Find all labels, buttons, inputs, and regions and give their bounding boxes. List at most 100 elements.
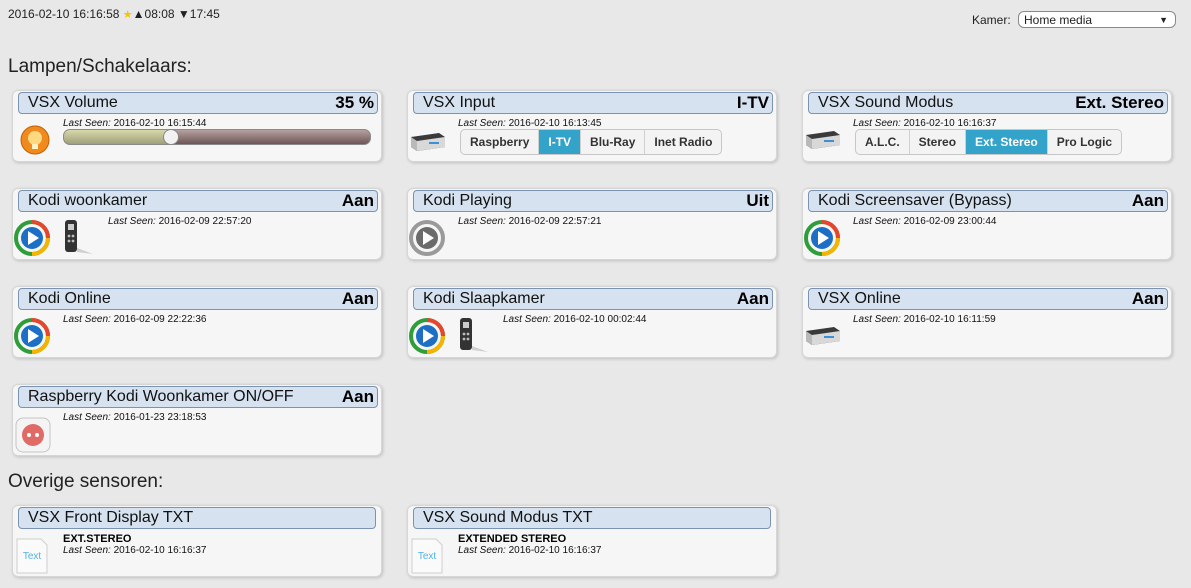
tile-status: I-TV [736,93,769,112]
tile-name: VSX Volume [28,94,118,111]
tile-kodi-online: Kodi Online Aan Last Seen: 2016-02-09 22… [12,286,382,358]
sound-option-alc[interactable]: A.L.C. [856,130,910,154]
tile-raspberry-kodi-woonkamer: Raspberry Kodi Woonkamer ON/OFF Aan Last… [12,384,382,456]
tile-header: VSX Online Aan [808,288,1168,310]
remote-control-icon [65,220,93,254]
tile-kodi-woonkamer: Kodi woonkamer Aan Last Seen: 2016-02-09… [12,188,382,260]
room-select[interactable]: Home media ▼ [1018,11,1176,28]
sunset-time: ▼17:45 [177,7,220,21]
tile-status: Aan [1131,191,1164,210]
sound-mode-selector: A.L.C. Stereo Ext. Stereo Pro Logic [855,129,1123,155]
tile-status: Aan [341,289,374,308]
tile-header: VSX Input I-TV [413,92,773,114]
input-option-bluray[interactable]: Blu-Ray [581,130,646,154]
tile-name: Kodi woonkamer [28,192,148,209]
tile-header: VSX Front Display TXT [18,507,376,529]
text-file-icon: Text [411,538,443,574]
tile-vsx-sound-modus: VSX Sound Modus Ext. Stereo Last Seen: 2… [802,90,1172,162]
tile-name: VSX Input [423,94,496,111]
input-option-raspberry[interactable]: Raspberry [461,130,540,154]
sound-option-stereo[interactable]: Stereo [910,130,967,154]
last-seen: Last Seen: 2016-02-10 16:13:45 [458,118,602,129]
media-play-icon[interactable] [409,318,445,354]
tile-header: Raspberry Kodi Woonkamer ON/OFF Aan [18,386,378,408]
tile-header: Kodi Screensaver (Bypass) Aan [808,190,1168,212]
current-datetime: 2016-02-10 16:16:58 [8,7,120,21]
last-seen: Last Seen: 2016-02-09 23:00:44 [853,216,997,227]
amplifier-icon[interactable] [804,127,842,151]
media-play-icon[interactable] [14,220,50,256]
tile-name: Kodi Playing [423,192,512,209]
tile-header: Kodi Online Aan [18,288,378,310]
media-play-off-icon[interactable] [409,220,445,256]
sound-option-pro-logic[interactable]: Pro Logic [1056,135,1113,149]
tile-vsx-sound-modus-txt: VSX Sound Modus TXT Text EXTENDED STEREO… [407,505,777,577]
tile-vsx-online: VSX Online Aan Last Seen: 2016-02-10 16:… [802,286,1172,358]
last-seen: Last Seen: 2016-02-09 22:57:20 [108,216,252,227]
room-selected-value: Home media [1024,13,1093,27]
sound-option-ext-stereo[interactable]: Ext. Stereo [966,130,1048,154]
sun-icon: ★ [122,9,133,21]
tile-status: 35 % [335,93,374,112]
tile-status: Ext. Stereo [1075,93,1164,112]
section-title-other-sensors: Overige sensoren: [8,471,164,492]
tile-vsx-volume: VSX Volume 35 % Last Seen: 2016-02-10 16… [12,90,382,162]
tile-kodi-screensaver: Kodi Screensaver (Bypass) Aan Last Seen:… [802,188,1172,260]
tile-vsx-input: VSX Input I-TV Last Seen: 2016-02-10 16:… [407,90,777,162]
amplifier-icon[interactable] [409,129,447,153]
tile-name: Kodi Online [28,290,111,307]
last-seen: Last Seen: 2016-02-10 16:16:37 [63,545,207,556]
volume-slider[interactable] [63,129,371,145]
tile-status: Uit [746,191,769,210]
last-seen: Last Seen: 2016-02-10 00:02:44 [503,314,647,325]
media-play-icon[interactable] [804,220,840,256]
text-file-icon: Text [16,538,48,574]
tile-name: Raspberry Kodi Woonkamer ON/OFF [28,388,294,405]
input-selector: Raspberry I-TV Blu-Ray Inet Radio [460,129,723,155]
remote-control-icon [460,318,488,352]
tile-name: VSX Front Display TXT [28,509,194,526]
tile-status: Aan [341,387,374,406]
tile-status: Aan [1131,289,1164,308]
input-option-inet-radio[interactable]: Inet Radio [654,135,713,149]
top-status-bar: 2016-02-10 16:16:58 ★▲08:08 ▼17:45 [8,7,220,21]
lightbulb-icon[interactable] [19,124,51,156]
tile-header: Kodi woonkamer Aan [18,190,378,212]
sensor-value: EXT.STEREO [63,533,132,545]
last-seen: Last Seen: 2016-02-10 16:11:59 [853,314,996,325]
volume-slider-handle[interactable] [163,130,180,144]
section-title-switches: Lampen/Schakelaars: [8,56,192,77]
tile-name: VSX Online [818,290,901,307]
tile-name: Kodi Slaapkamer [423,290,545,307]
tile-name: Kodi Screensaver (Bypass) [818,192,1012,209]
last-seen: Last Seen: 2016-02-09 22:57:21 [458,216,602,227]
tile-header: VSX Sound Modus Ext. Stereo [808,92,1168,114]
input-option-itv[interactable]: I-TV [539,130,582,154]
last-seen: Last Seen: 2016-01-23 23:18:53 [63,412,207,423]
tile-name: VSX Sound Modus [818,94,954,111]
tile-status: Aan [341,191,374,210]
sunrise-time: ▲08:08 [132,7,175,21]
text-file-icon-label: Text [418,551,437,562]
last-seen: Last Seen: 2016-02-10 16:15:44 [63,118,207,129]
power-socket-icon[interactable] [15,417,51,453]
last-seen: Last Seen: 2016-02-10 16:16:37 [458,545,602,556]
tile-header: VSX Volume 35 % [18,92,378,114]
chevron-down-icon: ▼ [1159,15,1168,25]
tile-kodi-slaapkamer: Kodi Slaapkamer Aan Last Seen: 2016-02-1… [407,286,777,358]
last-seen: Last Seen: 2016-02-10 16:16:37 [853,118,997,129]
tile-status: Aan [736,289,769,308]
tile-header: VSX Sound Modus TXT [413,507,771,529]
volume-slider-fill [64,130,172,144]
sensor-value: EXTENDED STEREO [458,533,567,545]
tile-vsx-front-display-txt: VSX Front Display TXT Text EXT.STEREO La… [12,505,382,577]
amplifier-icon[interactable] [804,323,842,347]
tile-header: Kodi Playing Uit [413,190,773,212]
tile-kodi-playing: Kodi Playing Uit Last Seen: 2016-02-09 2… [407,188,777,260]
text-file-icon-label: Text [23,551,42,562]
room-selector: Kamer: Home media ▼ [972,11,1176,28]
tile-header: Kodi Slaapkamer Aan [413,288,773,310]
last-seen: Last Seen: 2016-02-09 22:22:36 [63,314,207,325]
media-play-icon[interactable] [14,318,50,354]
room-label: Kamer: [972,13,1011,27]
